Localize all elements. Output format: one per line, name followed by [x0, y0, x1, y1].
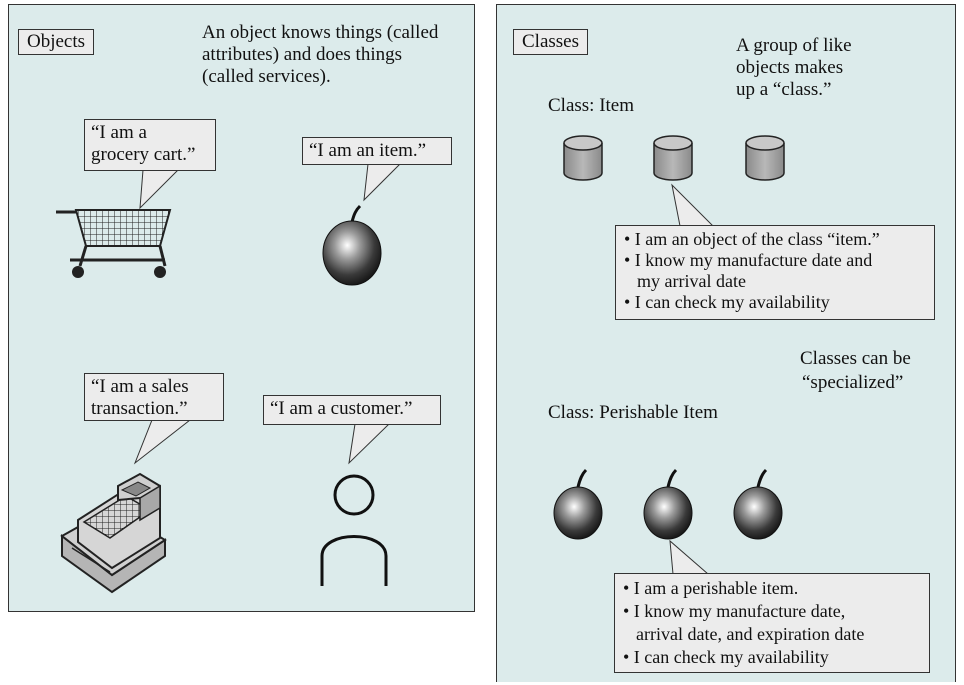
- sales-bubble-pointer: [133, 419, 192, 465]
- class-item-label: Class: Item: [548, 95, 635, 116]
- objects-caption-line: An object knows things (called: [202, 22, 439, 43]
- classes-caption-line: objects makes: [736, 57, 844, 78]
- perishable-info-line: • I can check my availability: [623, 647, 829, 667]
- cylinder-icon: [563, 135, 603, 181]
- class-perishable-label: Class: Perishable Item: [548, 402, 718, 423]
- person-icon: [320, 474, 388, 586]
- item-info-box: • I am an object of the class “item.” • …: [615, 225, 935, 320]
- item-bubble-pointer: [363, 163, 402, 202]
- objects-panel: [8, 4, 475, 612]
- perishable-box-pointer: [669, 539, 710, 575]
- cylinder-icon: [745, 135, 785, 181]
- customer-bubble: “I am a customer.”: [263, 395, 441, 425]
- classes-caption: A group of like objects makes up a “clas…: [736, 35, 852, 101]
- cart-bubble-line: “I am a: [91, 122, 147, 143]
- apple-icon: [553, 468, 603, 540]
- item-info-line: • I can check my availability: [624, 292, 830, 312]
- sales-bubble: “I am a sales transaction.”: [84, 373, 224, 421]
- perishable-info-line: • I am a perishable item.: [623, 578, 799, 598]
- perishable-info-box: • I am a perishable item. • I know my ma…: [614, 573, 930, 673]
- objects-label: Objects: [18, 29, 95, 55]
- specialized-note-line: Classes can be: [800, 348, 911, 369]
- objects-caption: An object knows things (called attribute…: [202, 22, 438, 88]
- sales-bubble-line: “I am a sales: [91, 376, 189, 397]
- objects-caption-line: attributes) and does things: [202, 44, 402, 65]
- cart-bubble: “I am a grocery cart.”: [84, 119, 216, 171]
- sales-bubble-line: transaction.”: [91, 398, 188, 419]
- item-info-line: • I know my manufacture date and: [624, 250, 873, 270]
- apple-icon: [643, 468, 693, 540]
- item-bubble: “I am an item.”: [302, 137, 452, 165]
- item-box-pointer: [671, 183, 715, 227]
- cylinder-icon: [653, 135, 693, 181]
- apple-icon: [322, 204, 382, 286]
- customer-bubble-pointer: [348, 423, 391, 465]
- classes-label: Classes: [513, 29, 588, 55]
- specialized-note-line: “specialized”: [802, 372, 904, 393]
- classes-panel: [496, 4, 956, 682]
- perishable-info-line: • I know my manufacture date,: [623, 601, 846, 621]
- item-info-line: • I am an object of the class “item.”: [624, 229, 880, 249]
- apple-icon: [733, 468, 783, 540]
- classes-caption-line: A group of like: [736, 35, 852, 56]
- cash-register-icon: [60, 472, 167, 594]
- cart-bubble-line: grocery cart.”: [91, 144, 196, 165]
- objects-caption-line: (called services).: [202, 66, 331, 87]
- item-info-line: my arrival date: [637, 271, 746, 291]
- grocery-cart-icon: [56, 209, 172, 278]
- perishable-info-line: arrival date, and expiration date: [636, 624, 865, 644]
- cart-bubble-pointer: [139, 169, 180, 210]
- specialized-note: Classes can be “specialized”: [800, 347, 911, 395]
- classes-caption-line: up a “class.”: [736, 79, 832, 100]
